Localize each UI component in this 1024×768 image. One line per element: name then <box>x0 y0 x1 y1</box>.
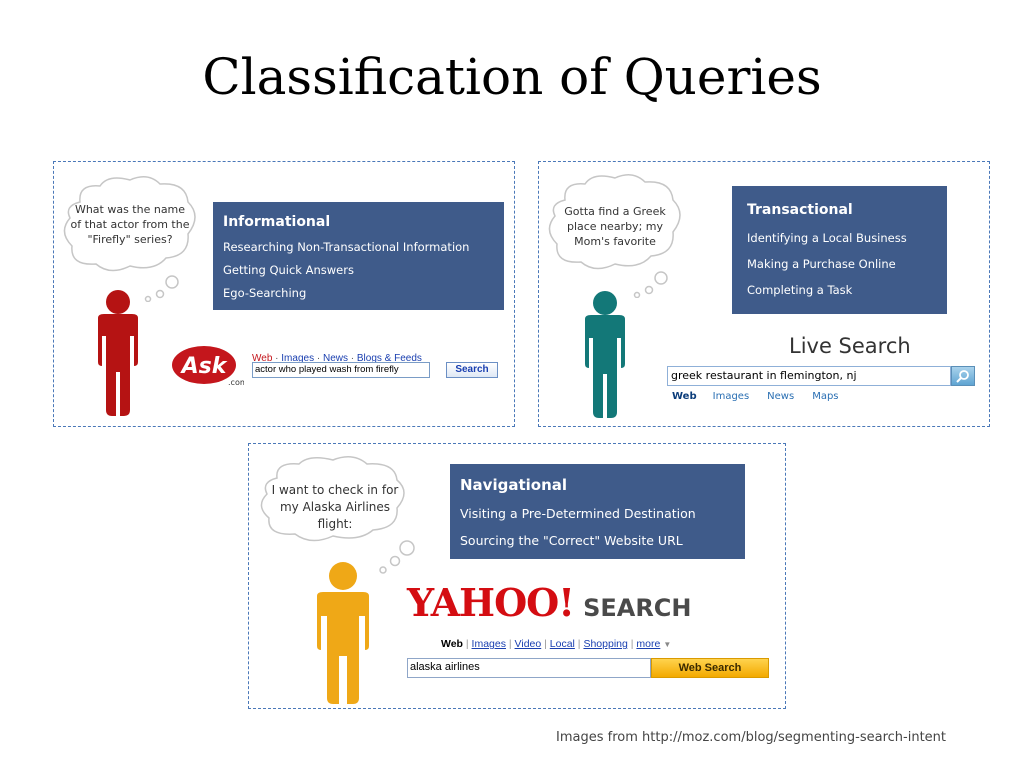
person-icon <box>577 290 633 422</box>
live-tab-news[interactable]: News <box>767 391 795 402</box>
box-heading: Informational <box>223 214 331 230</box>
box-item: Identifying a Local Business <box>747 231 907 245</box>
yahoo-search-input[interactable]: alaska airlines <box>407 658 651 678</box>
box-item: Ego-Searching <box>223 286 307 300</box>
transactional-panel: Gotta find a Greek place nearby; my Mom'… <box>538 161 990 427</box>
ask-tab-web[interactable]: Web <box>252 353 273 364</box>
thought-text: Gotta find a Greek place nearby; my Mom'… <box>564 205 666 248</box>
ask-tab-images[interactable]: Images <box>281 353 315 364</box>
yahoo-logo: YAHOO! SEARCH <box>407 580 692 625</box>
yahoo-logo-text: YAHOO! <box>407 580 575 625</box>
live-tab-images[interactable]: Images <box>712 391 750 402</box>
thought-bubble: Gotta find a Greek place nearby; my Mom'… <box>545 170 685 298</box>
chevron-down-icon[interactable]: ▼ <box>663 640 672 649</box>
live-tab-web[interactable]: Web <box>672 391 697 402</box>
box-item: Sourcing the "Correct" Website URL <box>460 533 683 548</box>
thought-text: What was the name of that actor from the… <box>70 203 190 246</box>
box-item: Making a Purchase Online <box>747 257 896 271</box>
ask-search-input[interactable]: actor who played wash from firefly <box>252 362 430 378</box>
informational-panel: What was the name of that actor from the… <box>53 161 515 427</box>
live-search-logo: Live Search <box>789 334 911 358</box>
ask-logo-suffix: .com <box>228 378 244 387</box>
image-credit: Images from http://moz.com/blog/segmenti… <box>556 730 946 745</box>
yahoo-tab-local[interactable]: Local <box>549 638 575 650</box>
box-heading: Transactional <box>747 202 853 218</box>
navigational-panel: I want to check in for my Alaska Airline… <box>248 443 786 709</box>
ask-search-button[interactable]: Search <box>446 362 498 378</box>
live-tabs: Web Images News Maps <box>672 391 839 402</box>
ask-logo: Ask .com <box>172 345 248 389</box>
ask-logo-text: Ask <box>180 354 228 379</box>
slide-title: Classification of Queries <box>202 48 822 106</box>
yahoo-tab-web[interactable]: Web <box>441 638 463 650</box>
live-search-input[interactable]: greek restaurant in flemington, nj <box>667 366 951 386</box>
yahoo-tab-shopping[interactable]: Shopping <box>583 638 628 650</box>
box-heading: Navigational <box>460 476 568 494</box>
navigational-box: Navigational Visiting a Pre-Determined D… <box>450 464 745 559</box>
yahoo-tab-more[interactable]: more <box>636 638 661 650</box>
box-item: Getting Quick Answers <box>223 263 354 277</box>
thought-dots <box>359 534 419 576</box>
yahoo-tab-images[interactable]: Images <box>471 638 506 650</box>
box-item: Completing a Task <box>747 283 853 297</box>
yahoo-search-button[interactable]: Web Search <box>651 658 769 678</box>
yahoo-logo-suffix: SEARCH <box>583 594 692 622</box>
thought-bubble: What was the name of that actor from the… <box>60 172 200 302</box>
yahoo-tabs: Web | Images | Video | Local | Shopping … <box>441 638 672 650</box>
ask-nav: Web · Images · News · Blogs & Feeds <box>252 353 422 364</box>
thought-text: I want to check in for my Alaska Airline… <box>271 483 399 531</box>
yahoo-tab-video[interactable]: Video <box>514 638 542 650</box>
person-icon <box>90 290 146 420</box>
person-icon <box>307 562 379 708</box>
ask-tab-blogs[interactable]: Blogs & Feeds <box>356 353 422 364</box>
box-item: Visiting a Pre-Determined Destination <box>460 506 696 521</box>
transactional-box: Transactional Identifying a Local Busine… <box>732 186 947 314</box>
live-tab-maps[interactable]: Maps <box>812 391 839 402</box>
search-icon[interactable] <box>951 366 975 386</box>
thought-bubble: I want to check in for my Alaska Airline… <box>255 454 413 564</box>
informational-box: Informational Researching Non-Transactio… <box>213 202 504 310</box>
box-item: Researching Non-Transactional Informatio… <box>223 240 470 254</box>
ask-tab-news[interactable]: News <box>322 353 348 364</box>
